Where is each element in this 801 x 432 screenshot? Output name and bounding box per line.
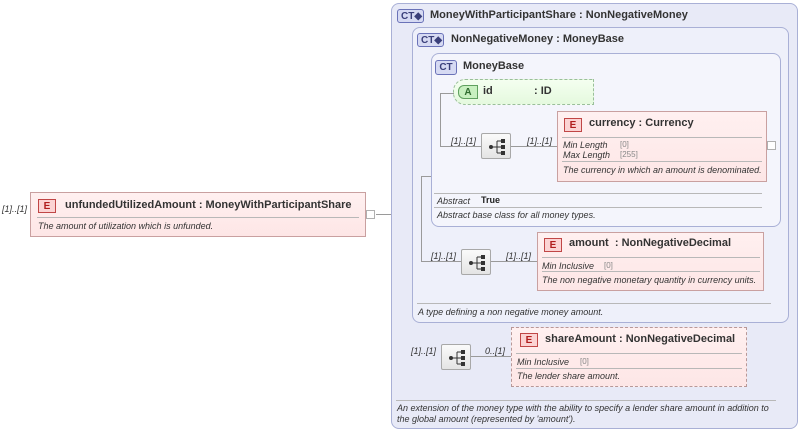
element-badge: E <box>520 333 538 347</box>
divider <box>542 271 760 272</box>
divider <box>396 400 776 401</box>
sequence-icon[interactable] <box>441 344 471 370</box>
sequence-glyph <box>489 139 505 155</box>
sequence-icon[interactable] <box>461 249 491 275</box>
sequence-glyph <box>469 255 485 271</box>
sequence-icon[interactable] <box>481 133 511 159</box>
facet-value: [255] <box>620 150 638 159</box>
facet-value: [0] <box>604 261 613 270</box>
root-element-box[interactable]: E unfundedUtilizedAmount : MoneyWithPart… <box>30 192 366 237</box>
divider <box>37 217 359 218</box>
root-element-name: unfundedUtilizedAmount : MoneyWithPartic… <box>65 199 352 211</box>
facet-value: [0] <box>620 140 629 149</box>
root-element-doc: The amount of utilization which is unfun… <box>38 221 214 231</box>
element-currency[interactable]: E currency : Currency Min Length [0] Max… <box>557 111 767 182</box>
amount-name: amount : NonNegativeDecimal <box>569 237 732 249</box>
currency-doc: The currency in which an amount is denom… <box>563 165 762 175</box>
element-badge: E <box>564 118 582 132</box>
attribute-type: : ID <box>534 85 552 97</box>
attribute-badge: A <box>458 85 478 99</box>
abstract-value: True <box>481 195 501 205</box>
complex-type-icon: CT <box>435 60 457 75</box>
element-badge: E <box>544 238 562 252</box>
facet-value: [0] <box>580 357 589 366</box>
currency-seq-cardinality: [1]..[1] <box>451 136 477 146</box>
amount-seq-cardinality: [1]..[1] <box>431 251 457 261</box>
expand-toggle[interactable] <box>767 141 776 150</box>
ct-outer-doc-line2: the global amount (represented by 'amoun… <box>397 414 576 424</box>
share-amount-doc: The lender share amount. <box>517 371 621 381</box>
currency-cardinality: [1]..[1] <box>527 136 553 146</box>
divider <box>434 207 762 208</box>
attribute-id[interactable]: A id : ID <box>453 79 594 105</box>
abstract-label: Abstract <box>437 196 471 206</box>
share-seq-cardinality: [1]..[1] <box>411 346 437 356</box>
divider <box>516 353 742 354</box>
ct-outer-title: MoneyWithParticipantShare : NonNegativeM… <box>430 9 688 21</box>
amount-cardinality: [1]..[1] <box>506 251 532 261</box>
complex-type-icon: CT◆ <box>397 9 424 23</box>
ct-inner-title: MoneyBase <box>463 60 525 72</box>
collapse-toggle[interactable] <box>366 210 375 219</box>
divider <box>516 368 742 369</box>
divider <box>562 161 762 162</box>
complex-type-icon: CT◆ <box>417 33 444 47</box>
ct-middle-doc: A type defining a non negative money amo… <box>418 307 604 317</box>
divider <box>417 303 771 304</box>
divider <box>434 193 762 194</box>
facet-label: Min Length <box>563 140 608 150</box>
ct-inner-doc: Abstract base class for all money types. <box>437 210 596 220</box>
ct-middle-title: NonNegativeMoney : MoneyBase <box>451 33 624 45</box>
element-badge: E <box>38 199 56 213</box>
element-amount[interactable]: E amount : NonNegativeDecimal Min Inclus… <box>537 232 764 291</box>
root-cardinality: [1]..[1] <box>2 204 28 214</box>
facet-label: Min Inclusive <box>517 357 570 367</box>
currency-name: currency : Currency <box>589 117 694 129</box>
share-amount-name: shareAmount : NonNegativeDecimal <box>545 333 736 345</box>
share-cardinality: 0..[1] <box>485 346 506 356</box>
sequence-glyph <box>449 350 465 366</box>
facet-label: Min Inclusive <box>542 261 595 271</box>
ct-outer-doc-line1: An extension of the money type with the … <box>397 403 769 413</box>
attribute-name: id <box>483 85 493 97</box>
divider <box>562 137 762 138</box>
amount-doc: The non negative monetary quantity in cu… <box>542 275 757 285</box>
facet-label: Max Length <box>563 150 611 160</box>
divider <box>542 257 760 258</box>
element-share-amount[interactable]: E shareAmount : NonNegativeDecimal Min I… <box>511 327 747 387</box>
